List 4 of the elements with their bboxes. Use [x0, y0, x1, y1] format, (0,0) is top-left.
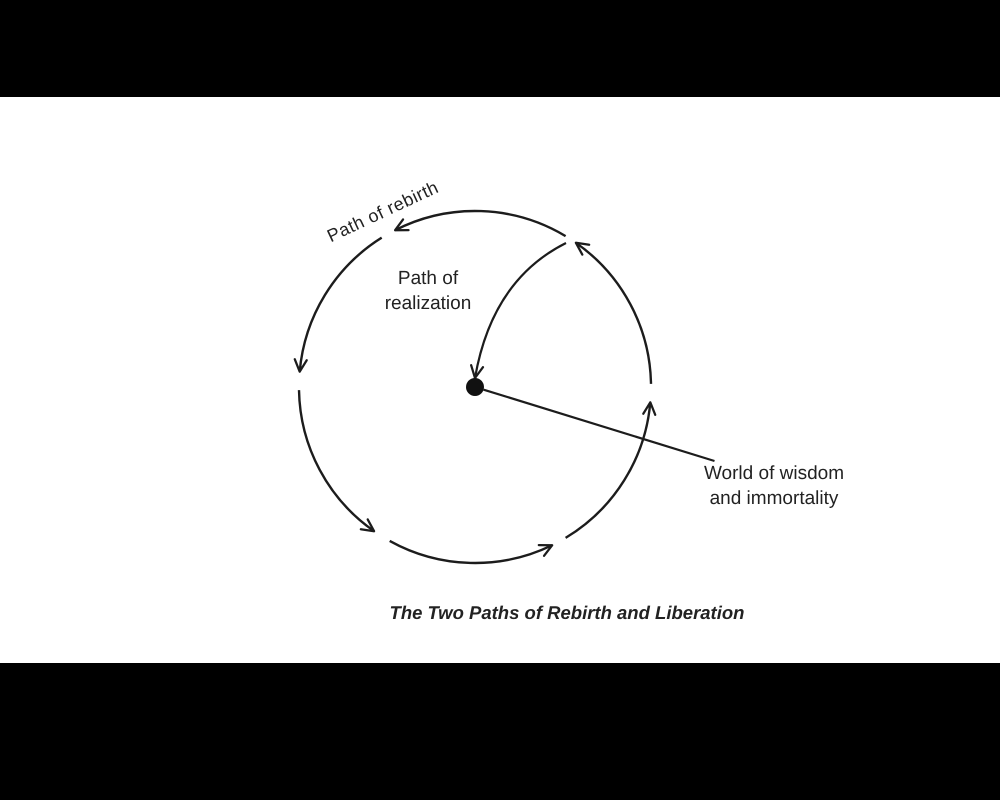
arrow — [470, 242, 567, 380]
leader-line — [483, 388, 715, 462]
caption: The Two Paths of Rebirth and Liberation — [390, 602, 744, 624]
callout-text: World of wisdom and immortality — [689, 461, 859, 511]
